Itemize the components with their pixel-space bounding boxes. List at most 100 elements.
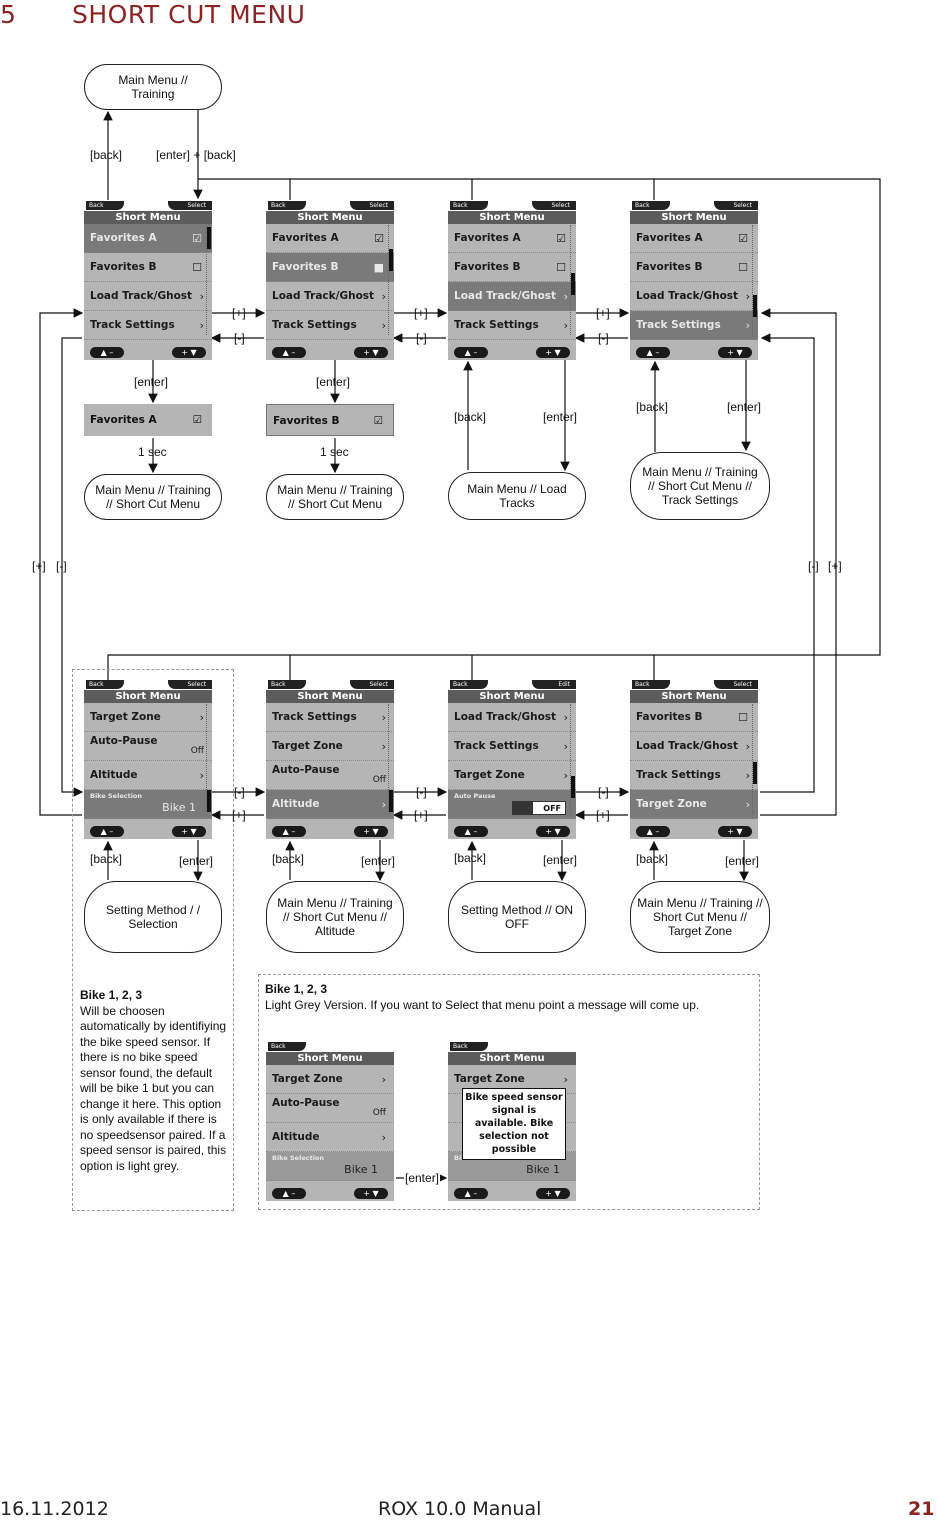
up-minus-key[interactable]: ▲ – [272, 347, 306, 358]
plus-down-key[interactable]: + ▼ [354, 347, 388, 358]
menu-item-load-track[interactable]: Load Track/Ghost› [630, 732, 758, 761]
menu-item-label: Auto-Pause [90, 735, 158, 747]
select-button[interactable]: Select [714, 201, 758, 210]
up-minus-key[interactable]: ▲ – [454, 826, 488, 837]
select-button[interactable]: Select [350, 201, 394, 210]
back-button[interactable]: Back [86, 680, 124, 689]
menu-item-target-zone[interactable]: Target Zone› [630, 790, 758, 819]
scrollbar[interactable] [570, 704, 575, 814]
menu-item-target-zone[interactable]: Target Zone› [266, 732, 394, 761]
menu-item-track-settings[interactable]: Track Settings› [266, 311, 394, 340]
plus-down-key[interactable]: + ▼ [172, 826, 206, 837]
back-button[interactable]: Back [268, 680, 306, 689]
up-minus-key[interactable]: ▲ – [454, 347, 488, 358]
menu-item-favorites-a[interactable]: Favorites A☑ [630, 224, 758, 253]
label-back-d3: [back] [454, 410, 487, 424]
menu-item-altitude[interactable]: Altitude› [266, 790, 394, 819]
menu-item-load-track[interactable]: Load Track/Ghost› [630, 282, 758, 311]
back-button[interactable]: Back [268, 201, 306, 210]
menu-item-target-zone[interactable]: Target Zone› [84, 703, 212, 732]
back-button[interactable]: Back [86, 201, 124, 210]
menu-item-favorites-b[interactable]: Favorites B☐ [448, 253, 576, 282]
select-button[interactable]: Select [168, 680, 212, 689]
menu-item-load-track[interactable]: Load Track/Ghost› [266, 282, 394, 311]
menu-item-favorites-a[interactable]: Favorites A☑ [448, 224, 576, 253]
up-minus-key[interactable]: ▲ – [90, 826, 124, 837]
menu-item-track-settings[interactable]: Track Settings› [630, 761, 758, 790]
back-button[interactable]: Back [450, 680, 488, 689]
menu-item-target-zone[interactable]: Target Zone› [448, 761, 576, 790]
menu-item-favorites-a[interactable]: Favorites A☑ [266, 224, 394, 253]
menu-item-track-settings[interactable]: Track Settings› [448, 311, 576, 340]
up-minus-key[interactable]: ▲ – [636, 347, 670, 358]
plus-down-key[interactable]: + ▼ [718, 347, 752, 358]
label-enter-d4: [enter] [727, 400, 762, 414]
back-button[interactable]: Back [268, 1042, 306, 1051]
scrollbar[interactable] [206, 225, 211, 335]
bike-value: Bike 1 [162, 801, 196, 814]
menu-item-load-track[interactable]: Load Track/Ghost› [448, 703, 576, 732]
up-minus-key[interactable]: ▲ – [272, 826, 306, 837]
note-right-body: Light Grey Version. If you want to Selec… [265, 997, 700, 1012]
menu-item-favorites-b[interactable]: Favorites B☐ [630, 703, 758, 732]
plus-down-key[interactable]: + ▼ [536, 826, 570, 837]
back-button[interactable]: Back [450, 201, 488, 210]
oval-main-menu-training: Main Menu // Training [84, 64, 222, 110]
edit-button[interactable]: Edit [532, 680, 576, 689]
menu-item-label: Target Zone [454, 1073, 525, 1085]
select-button[interactable]: Select [168, 201, 212, 210]
back-button[interactable]: Back [632, 201, 670, 210]
toggle-knob-icon [513, 802, 533, 814]
footer-date: 16.11.2012 [0, 1498, 109, 1520]
back-button[interactable]: Back [450, 1042, 488, 1051]
scrollbar[interactable] [752, 225, 757, 335]
menu-item-label: Load Track/Ghost [272, 290, 375, 302]
plus-down-key[interactable]: + ▼ [354, 1188, 388, 1199]
scrollbar[interactable] [388, 225, 393, 335]
up-minus-key[interactable]: ▲ – [636, 826, 670, 837]
menu-item-favorites-a[interactable]: Favorites A☑ [84, 224, 212, 253]
menu-item-altitude[interactable]: Altitude› [266, 1123, 394, 1152]
menu-item-target-zone[interactable]: Target Zone› [266, 1065, 394, 1094]
menu-item-label: Favorites A [90, 232, 157, 244]
select-button[interactable]: Select [532, 201, 576, 210]
menu-item-favorites-b[interactable]: Favorites B■ [266, 253, 394, 282]
menu-item-load-track[interactable]: Load Track/Ghost› [84, 282, 212, 311]
up-minus-key[interactable]: ▲ – [90, 347, 124, 358]
plus-down-key[interactable]: + ▼ [172, 347, 206, 358]
menu-item-label: Altitude [272, 798, 320, 810]
oval-text: Main Menu // Training // Short Cut Menu [277, 483, 393, 511]
scrollbar[interactable] [388, 704, 393, 814]
menu-item-favorites-b[interactable]: Favorites B☐ [630, 253, 758, 282]
menu-item-load-track[interactable]: Load Track/Ghost› [448, 282, 576, 311]
menu-item-track-settings[interactable]: Track Settings› [84, 311, 212, 340]
scrollbar[interactable] [570, 225, 575, 335]
plus-down-key[interactable]: + ▼ [354, 826, 388, 837]
chevron-right-icon: › [563, 1073, 568, 1086]
menu-item-track-settings[interactable]: Track Settings› [630, 311, 758, 340]
plus-down-key[interactable]: + ▼ [536, 1188, 570, 1199]
back-button[interactable]: Back [632, 680, 670, 689]
plus-down-key[interactable]: + ▼ [536, 347, 570, 358]
menu-item-favorites-b[interactable]: Favorites B☐ [84, 253, 212, 282]
plus-down-key[interactable]: + ▼ [718, 826, 752, 837]
menu-item-track-settings[interactable]: Track Settings› [448, 732, 576, 761]
off-toggle[interactable]: OFF [512, 801, 566, 815]
scrollbar[interactable] [206, 704, 211, 814]
up-minus-key[interactable]: ▲ – [272, 1188, 306, 1199]
up-minus-key[interactable]: ▲ – [454, 1188, 488, 1199]
label-plus-2: [+] [414, 306, 428, 320]
select-button[interactable]: Select [350, 680, 394, 689]
menu-item-altitude[interactable]: Altitude› [84, 761, 212, 790]
label-plus-right: [+] [828, 559, 842, 573]
menu-item-track-settings[interactable]: Track Settings› [266, 703, 394, 732]
select-button[interactable]: Select [714, 680, 758, 689]
scrollbar[interactable] [752, 704, 757, 814]
